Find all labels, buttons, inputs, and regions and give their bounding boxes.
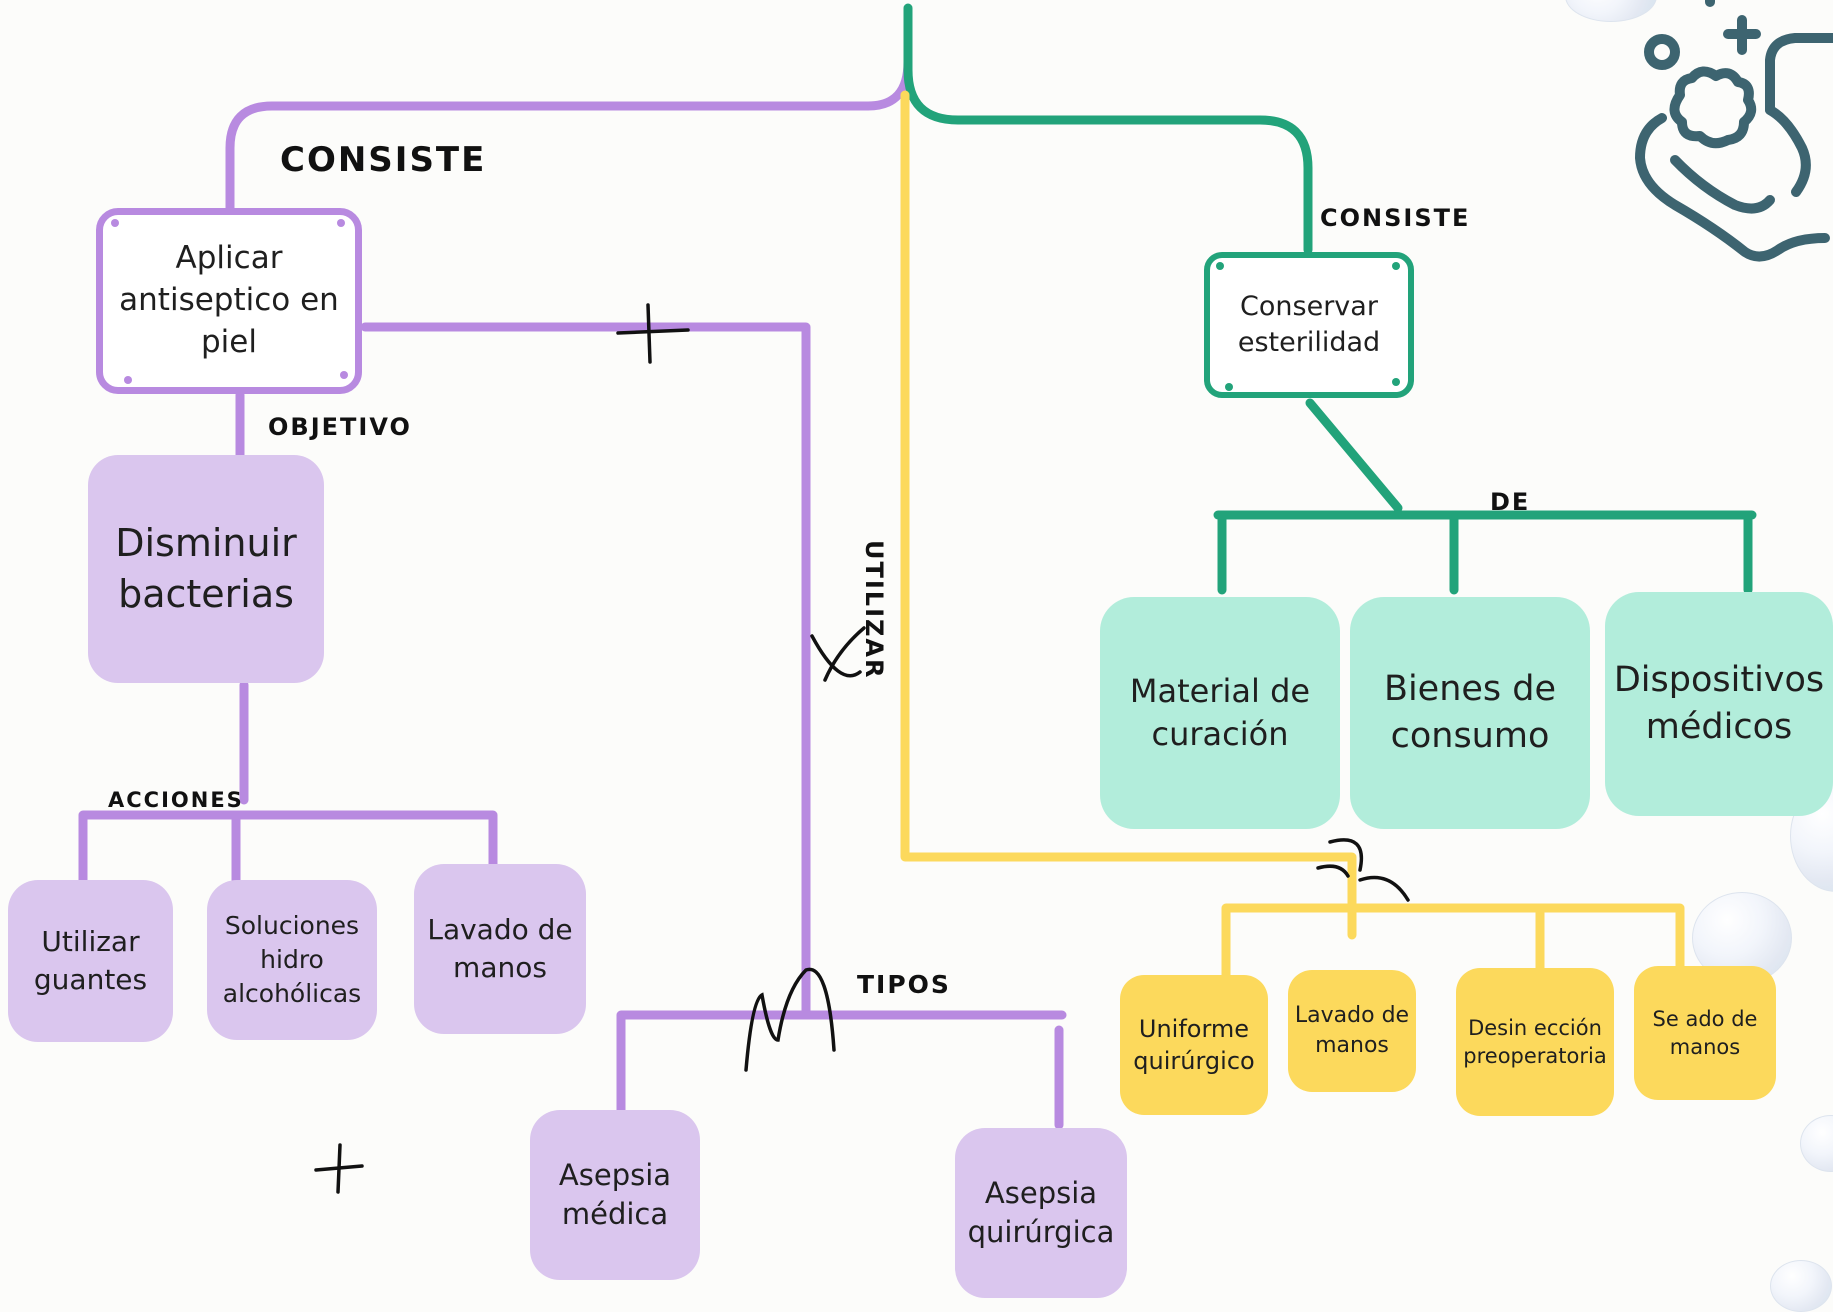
label-tipos: TIPOS — [857, 970, 951, 999]
corner-dot — [111, 219, 119, 227]
node-conservar-esterilidad: Conservar esterilidad — [1204, 252, 1414, 398]
node-text: Lavado de manos — [427, 913, 573, 984]
node-text: Soluciones hidro alcohólicas — [222, 911, 362, 1008]
node-text: Utilizar guantes — [33, 925, 148, 996]
node-text: Aplicar antiseptico en piel — [119, 240, 339, 360]
label-consiste-left: CONSISTE — [280, 140, 487, 180]
node-text: Uniforme quirúrgico — [1133, 1014, 1255, 1075]
node-text: Desin ección preoperatoria — [1463, 1015, 1607, 1068]
node-asepsia-medica: Asepsia médica — [530, 1110, 700, 1280]
node-disminuir-bacterias: Disminuir bacterias — [88, 455, 324, 683]
corner-dot — [337, 219, 345, 227]
label-objetivo: OBJETIVO — [268, 413, 412, 441]
node-text: Se ado de manos — [1652, 1006, 1758, 1059]
label-utilizar: UTILIZAR — [860, 540, 888, 680]
node-secado-manos: Se ado de manos — [1634, 966, 1776, 1100]
corner-dot — [1225, 383, 1233, 391]
node-text: Lavado de manos — [1294, 1003, 1410, 1058]
node-lavado-manos-der: Lavado de manos — [1288, 970, 1416, 1092]
node-aplicar-antiseptico: Aplicar antiseptico en piel — [96, 208, 362, 394]
purple-connectors — [78, 57, 1067, 1130]
yellow-connectors — [900, 90, 1685, 980]
node-soluciones-hidroalcoholicas: Soluciones hidro alcohólicas — [207, 880, 377, 1040]
corner-dot — [1216, 262, 1224, 270]
node-desinfeccion-preoperatoria: Desin ección preoperatoria — [1456, 968, 1614, 1116]
handwash-icon — [1635, 0, 1833, 262]
node-material-curacion: Material de curación — [1100, 597, 1340, 829]
label-acciones: ACCIONES — [108, 788, 244, 812]
node-text: Material de curación — [1129, 671, 1311, 753]
corner-dot — [124, 376, 132, 384]
node-text: Conservar esterilidad — [1237, 290, 1381, 358]
node-asepsia-quirurgica: Asepsia quirúrgica — [955, 1128, 1127, 1298]
node-utilizar-guantes: Utilizar guantes — [8, 880, 173, 1042]
node-text: Asepsia médica — [558, 1157, 672, 1231]
corner-dot — [1392, 378, 1400, 386]
label-consiste-right: CONSISTE — [1320, 204, 1471, 232]
corner-dot — [1392, 262, 1400, 270]
node-text: Dispositivos médicos — [1613, 659, 1825, 747]
corner-dot — [340, 371, 348, 379]
node-text: Bienes de consumo — [1383, 668, 1557, 756]
green-connectors — [903, 3, 1757, 595]
label-de: DE — [1490, 488, 1531, 516]
bubble-decoration — [1770, 1260, 1832, 1312]
pen-marks — [314, 303, 1410, 1194]
node-dispositivos-medicos: Dispositivos médicos — [1605, 592, 1833, 816]
node-uniforme-quirurgico: Uniforme quirúrgico — [1120, 975, 1268, 1115]
node-text: Asepsia quirúrgica — [967, 1175, 1115, 1249]
node-lavado-manos-izq: Lavado de manos — [414, 864, 586, 1034]
node-text: Disminuir bacterias — [115, 520, 297, 616]
node-bienes-consumo: Bienes de consumo — [1350, 597, 1590, 829]
